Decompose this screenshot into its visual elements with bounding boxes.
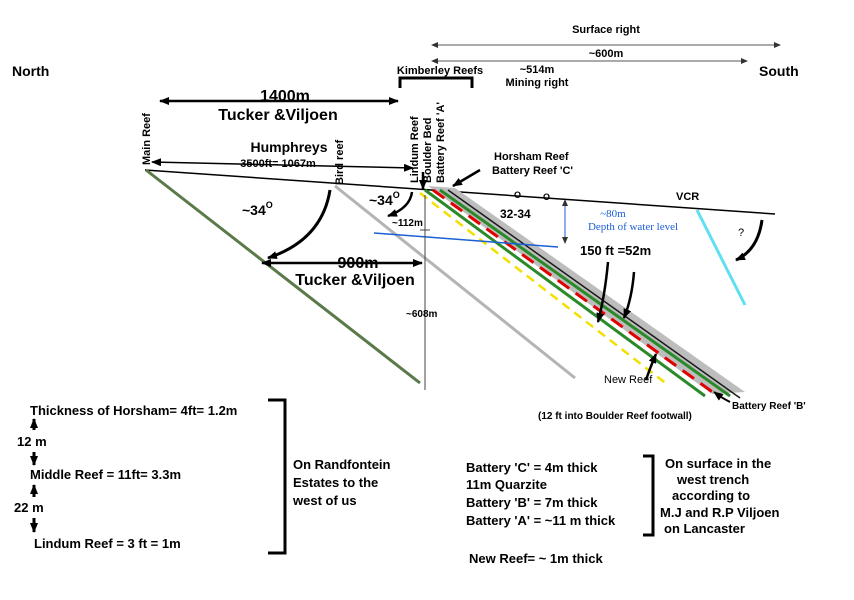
humphreys-arrow (151, 158, 414, 172)
horsham-thickness-note: Thickness of Horsham= 4ft= 1.2m (30, 403, 237, 418)
mining-right-value: ~514m (520, 64, 555, 76)
boulder-bed-label: Boulder Bed (422, 118, 434, 183)
new-reef-label: New Reef (604, 374, 653, 386)
thickness-arrow-2 (622, 271, 636, 319)
left-notes-bracket (268, 398, 287, 555)
viljoen-line-4: M.J and R.P Viljoen (660, 505, 779, 520)
vcr-label: VCR (676, 191, 699, 203)
battery-a-note: Battery 'A' = ~11 m thick (466, 513, 616, 528)
bird-reef-line (334, 184, 576, 380)
dim-900-value: 900m (338, 255, 379, 272)
depth-112-label: ~112m (392, 218, 423, 229)
middle-red-dash (432, 188, 719, 398)
battery-reef-b-line (439, 188, 731, 398)
horsham-reef-line (447, 189, 741, 399)
quarzite-note: 11m Quarzite (466, 477, 547, 492)
randfontein-line-1: On Randfontein (293, 457, 391, 472)
battery-reef-c-label: Battery Reef 'C' (492, 165, 573, 177)
south-label: South (759, 63, 799, 79)
battery-reef-b-label: Battery Reef 'B' (732, 401, 806, 412)
humphreys-name: Humphreys (250, 139, 327, 155)
viljoen-line-2: west trench (676, 472, 749, 487)
middle-reef-note: Middle Reef = 11ft= 3.3m (30, 467, 181, 482)
battery-reef-a-label: Battery Reef 'A' (435, 102, 447, 183)
thickness-arrow-1 (596, 261, 610, 323)
new-reef-arrow (644, 353, 658, 381)
new-reef-dash (419, 192, 669, 386)
depth-608-label: ~608m (406, 309, 438, 320)
horsham-pointer (452, 168, 481, 188)
gap-22m-note: 22 m (14, 500, 44, 515)
randfontein-line-3: west of us (292, 493, 357, 508)
water-level-line (373, 232, 559, 248)
vcr-line (695, 209, 747, 306)
surface-right-value: ~600m (589, 48, 624, 60)
horsham-reef-label: Horsham Reef (494, 151, 569, 163)
battery-b-arrow (713, 391, 731, 403)
battery-reef-a-line (424, 188, 706, 398)
battery-b-note: Battery 'B' = 7m thick (466, 495, 598, 510)
kimberley-bracket (398, 76, 474, 88)
randfontein-line-2: Estates to the (293, 475, 378, 490)
surface-right-label: Surface right (572, 24, 640, 36)
angle-mid: ~34O (369, 190, 400, 208)
angle-left-degree: O (266, 200, 273, 210)
angle-right: 32-34 (500, 207, 531, 221)
north-label: North (12, 63, 49, 79)
angle-arc-mid (387, 191, 414, 218)
gap-12m-note: 12 m (17, 434, 47, 449)
new-reef-note: (12 ft into Boulder Reef footwall) (538, 411, 692, 422)
lindum-reef-note: Lindum Reef = 3 ft = 1m (34, 536, 181, 551)
angle-right-degree-2: O (543, 192, 550, 202)
water-depth-value: ~80m (600, 208, 626, 220)
main-reef-line (145, 168, 421, 385)
angle-arc-left (267, 189, 332, 260)
thickness-150-label: 150 ft =52m (580, 243, 651, 258)
battery-c-note: Battery 'C' = 4m thick (466, 460, 598, 475)
angle-right-degree-1: O (514, 190, 521, 200)
question-mark: ? (738, 227, 744, 239)
water-depth-label: Depth of water level (588, 221, 678, 233)
viljoen-line-5: on Lancaster (664, 521, 745, 536)
dim-1400-source: Tucker &Viljoen (218, 107, 337, 124)
angle-mid-degree: O (393, 190, 400, 200)
viljoen-line-1: On surface in the (665, 456, 771, 471)
right-notes-bracket (643, 454, 655, 537)
mining-right-label: Mining right (506, 77, 569, 89)
reef-band (428, 186, 745, 394)
viljoen-line-3: according to (672, 488, 750, 503)
dim-1400-value: 1400m (260, 88, 310, 105)
kimberley-reefs-label: Kimberley Reefs (397, 65, 483, 77)
lindum-reef-label: Lindum Reef (409, 116, 421, 183)
new-reef-thickness-note: New Reef= ~ 1m thick (469, 551, 603, 566)
humphreys-value: 3500ft= 1067m (240, 158, 316, 170)
angle-left: ~34O (242, 200, 273, 218)
dim-900-source: Tucker &Viljoen (295, 272, 414, 289)
angle-arc-vcr (735, 219, 764, 262)
main-reef-label: Main Reef (141, 113, 153, 165)
bird-reef-label: Bird reef (334, 139, 346, 185)
